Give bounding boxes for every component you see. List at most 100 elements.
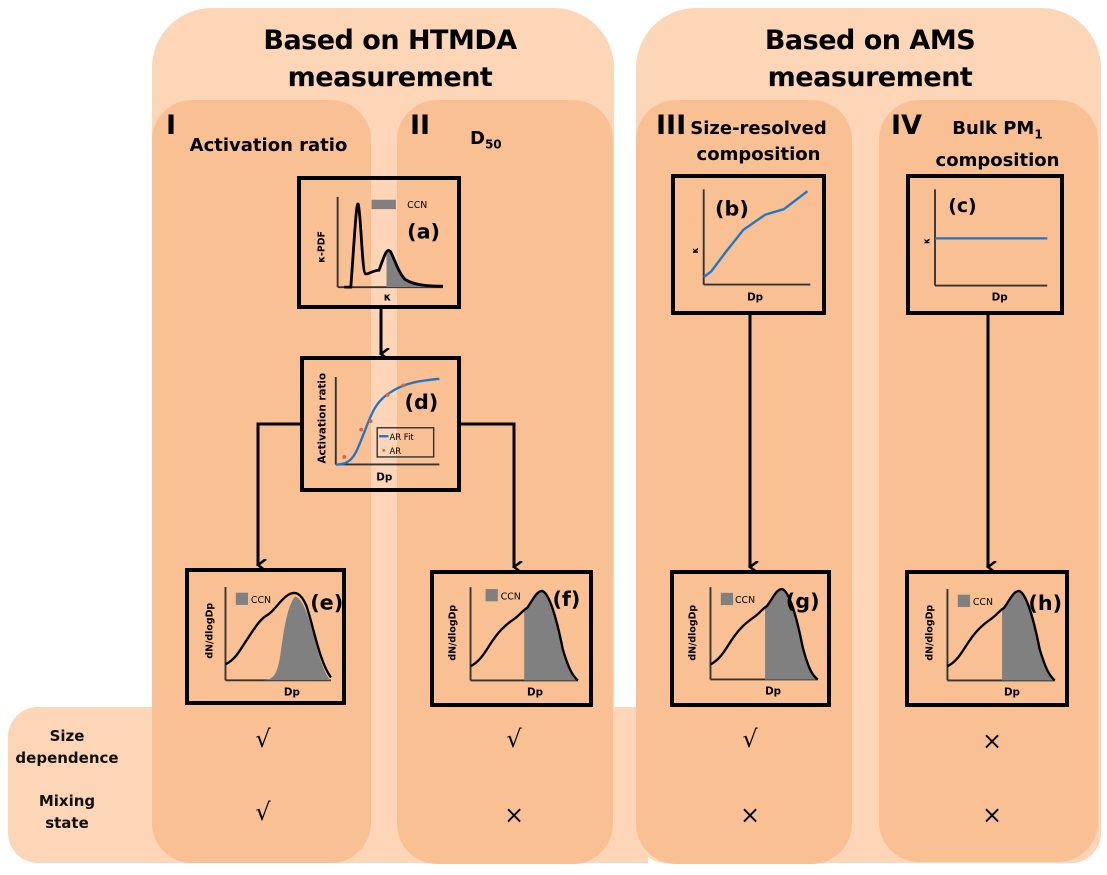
panel-f-dist-curve [469, 589, 579, 682]
panel-h-dist-curve [946, 589, 1056, 682]
mixing-state-col-II: × [503, 801, 525, 829]
panel-b-plot: (b) κ Dp [690, 189, 811, 304]
row-label-mixing-state: Mixing state [2, 790, 132, 834]
row-label-mixing-state-line1: Mixing [38, 792, 96, 810]
panel-d-legend-fit-label: AR Fit [389, 432, 414, 442]
panel-d-label: (d) [405, 390, 439, 414]
panel-e-legend-swatch [235, 592, 249, 605]
size-dependence-col-IV: × [981, 727, 1003, 755]
panel-d-ar-fit-curve [335, 377, 440, 466]
panel-b-size-resolved-kappa: (b) κ Dp [671, 174, 826, 315]
panel-a-ylabel: κ-PDF [316, 231, 327, 263]
panel-h-legend-swatch [957, 594, 971, 607]
panel-e-ccn-fill [260, 596, 331, 681]
panel-d-ar-point [368, 419, 373, 424]
column-I-title: Activation ratio [189, 135, 348, 156]
mixing-state-col-IV: × [981, 801, 1003, 829]
panel-h-plot: CCN (h) dN/dlogDp Dp [924, 589, 1062, 698]
panel-g-legend-label: CCN [735, 595, 755, 606]
ams-title-line2: measurement [767, 62, 973, 93]
panel-g-size-distribution: CCN (g) dN/dlogDp Dp [670, 570, 831, 707]
row-label-size-dependence-line1: Size [49, 727, 85, 745]
panel-d-ar-point [359, 427, 364, 432]
panel-h-ylabel: dN/dlogDp [924, 605, 935, 661]
panel-d-legend-box [376, 427, 435, 458]
panel-e-plot: CCN (e) dN/dlogDp Dp [204, 587, 343, 698]
panel-d-ar-point [342, 455, 347, 459]
column-III-numeral: III [656, 110, 687, 141]
ams-title-line1: Based on AMS [764, 25, 976, 56]
column-III-title: Size-resolved composition [686, 116, 831, 168]
panel-g-xlabel: Dp [765, 686, 781, 698]
panel-a-ccn-fill [386, 249, 443, 288]
size-dependence-col-III: √ [742, 725, 758, 753]
panel-d-ar-point [401, 383, 406, 388]
size-dependence-col-II: √ [506, 725, 522, 753]
panel-d-ar-point [385, 392, 390, 397]
panel-f-xlabel: Dp [527, 686, 543, 698]
htmda-title-line1: Based on HTMDA [263, 25, 517, 56]
column-II-title: D50 [470, 126, 530, 158]
panel-d-xlabel: Dp [376, 471, 392, 483]
panel-g-label: (g) [786, 589, 820, 613]
size-dependence-col-I: √ [255, 725, 271, 753]
panel-b-kappa-curve [702, 190, 809, 278]
panel-c-bulk-kappa: (c) κ Dp [906, 174, 1064, 315]
panel-g-legend-swatch [720, 592, 734, 606]
panel-a-legend-swatch [371, 199, 396, 210]
panel-e-ylabel: dN/dlogDp [204, 603, 215, 659]
panel-h-xlabel: Dp [1004, 686, 1020, 698]
panel-f-legend-label: CCN [501, 591, 521, 602]
column-IV-numeral: IV [891, 110, 922, 141]
column-II-numeral: II [410, 110, 431, 141]
panel-a-legend-label: CCN [407, 200, 427, 211]
htmda-title-line2: measurement [287, 62, 493, 93]
panel-d-legend-point [382, 448, 386, 452]
panel-e-size-distribution: CCN (e) dN/dlogDp Dp [185, 568, 346, 705]
panel-a-plot: CCN (a) κ-PDF κ [316, 196, 443, 303]
column-III-title-line2: composition [696, 144, 821, 165]
panel-e-xlabel: Dp [284, 686, 300, 698]
column-IV-title-sub: 1 [1034, 127, 1043, 142]
panel-a-kappa-pdf: CCN (a) κ-PDF κ [297, 176, 461, 309]
panel-b-xlabel: Dp [747, 292, 763, 304]
column-II-title-main: D [470, 128, 485, 149]
panel-f-label: (f) [552, 587, 580, 611]
panel-a-xlabel: κ [384, 291, 391, 303]
panel-e-dist-curve [224, 591, 332, 679]
panel-g-plot: CCN (g) dN/dlogDp Dp [687, 587, 820, 698]
column-III-title-line1: Size-resolved [690, 118, 827, 139]
panel-g-dist-curve [709, 587, 819, 681]
mixing-state-col-I: √ [255, 798, 271, 826]
mixing-state-col-III: × [739, 801, 761, 829]
ams-group-title: Based on AMS measurement [680, 22, 1060, 96]
panel-d-ylabel: Activation ratio [316, 373, 328, 464]
panel-f-size-distribution: CCN (f) dN/dlogDp Dp [430, 570, 593, 707]
panel-d-plot: AR Fit AR (d) Activation ratio Dp [316, 373, 440, 483]
row-label-size-dependence-line2: dependence [15, 749, 119, 767]
panel-h-legend-label: CCN [973, 597, 993, 608]
column-II-title-sub: 50 [484, 137, 502, 152]
panel-f-ylabel: dN/dlogDp [447, 605, 458, 661]
column-IV-title: Bulk PM1 composition [920, 116, 1075, 174]
column-IV-title-line2: composition [935, 149, 1060, 171]
panel-c-xlabel: Dp [992, 292, 1008, 304]
panel-d-activation-ratio: AR Fit AR (d) Activation ratio Dp [300, 356, 461, 492]
panel-b-label: (b) [715, 197, 749, 221]
column-IV-title-main: Bulk PM [952, 118, 1035, 139]
panel-e-legend-label: CCN [251, 595, 271, 606]
panel-c-label: (c) [948, 195, 976, 217]
panel-h-size-distribution: CCN (h) dN/dlogDp Dp [905, 570, 1069, 707]
panel-c-ylabel: κ [921, 238, 931, 244]
htmda-group-title: Based on HTMDA measurement [200, 22, 580, 96]
panel-h-label: (h) [1028, 591, 1062, 615]
panel-f-plot: CCN (f) dN/dlogDp Dp [447, 587, 580, 698]
row-label-mixing-state-line2: state [45, 814, 89, 832]
panel-d-legend-points-label: AR [389, 446, 401, 456]
panel-c-plot: (c) κ Dp [921, 189, 1048, 304]
panel-g-ylabel: dN/dlogDp [687, 605, 698, 661]
panel-f-legend-swatch [485, 589, 498, 602]
row-label-size-dependence: Size dependence [2, 725, 132, 769]
panel-b-ylabel: κ [690, 247, 700, 253]
panel-e-label: (e) [310, 591, 343, 615]
